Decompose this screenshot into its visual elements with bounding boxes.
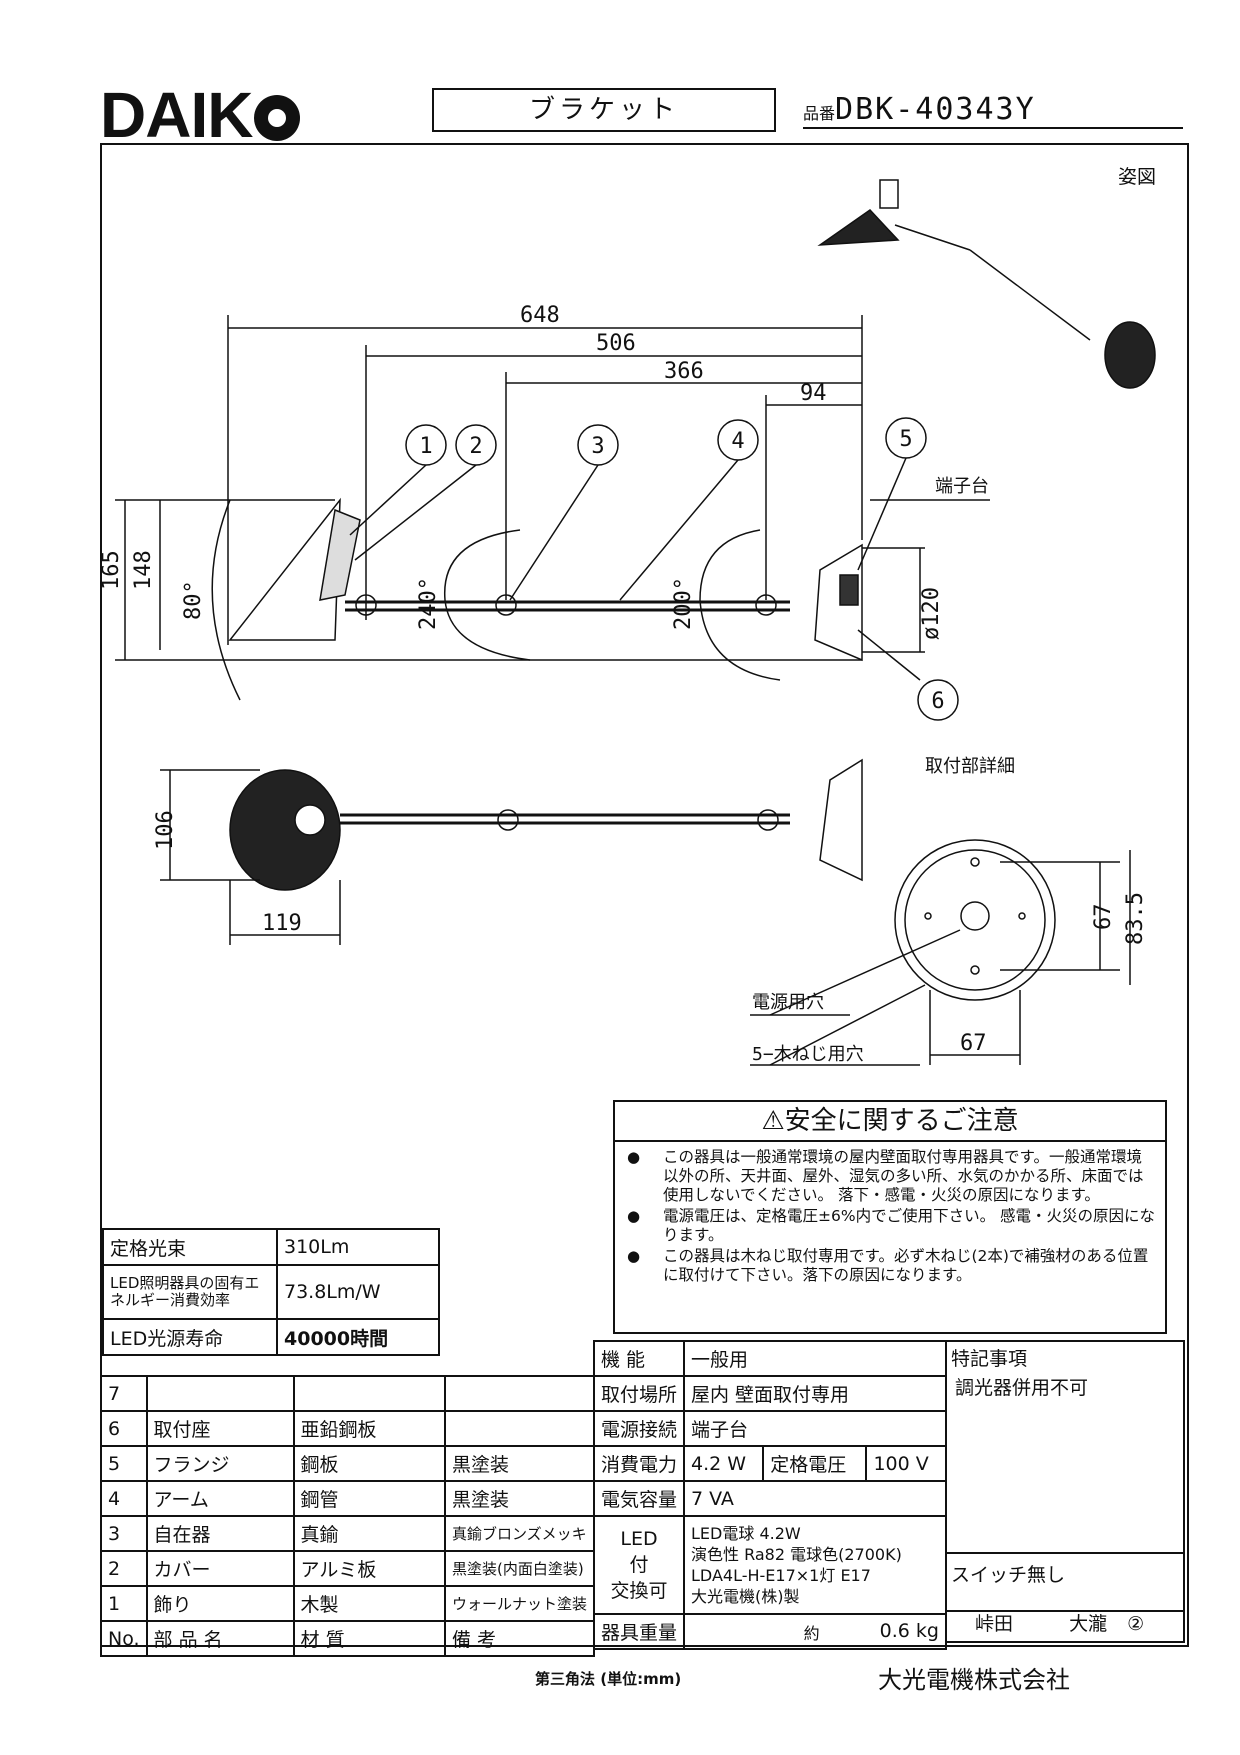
svg-text:94: 94 [800, 381, 827, 406]
warning-triangle-icon: ⚠ [761, 1106, 785, 1136]
svg-text:3: 3 [591, 434, 604, 459]
svg-text:119: 119 [262, 911, 302, 936]
svg-text:4: 4 [731, 429, 744, 454]
svg-text:148: 148 [131, 550, 156, 590]
svg-text:2: 2 [469, 434, 482, 459]
svg-text:5−木ねじ用穴: 5−木ねじ用穴 [752, 1044, 864, 1065]
svg-text:67: 67 [960, 1031, 987, 1056]
svg-text:165: 165 [99, 550, 124, 590]
svg-text:端子台: 端子台 [935, 476, 989, 497]
svg-text:ø120: ø120 [919, 587, 944, 640]
svg-text:648: 648 [520, 303, 560, 328]
sun-logo-icon [254, 95, 301, 141]
svg-text:506: 506 [596, 331, 636, 356]
safety-notice: ⚠安全に関するご注意 この器具は一般通常環境の屋内壁面取付専用器具です。一般通常… [613, 1100, 1167, 1334]
svg-text:6: 6 [931, 689, 944, 714]
table-header: No.部 品 名材 質備 考 [100, 1620, 596, 1657]
table-row: 7 [100, 1375, 596, 1412]
view-label: 姿図 [1118, 166, 1157, 188]
svg-text:80°: 80° [181, 580, 206, 620]
callouts [349, 417, 990, 721]
daiko-logo: DAIK [100, 78, 301, 152]
product-type-box: ブラケット [432, 88, 776, 132]
safety-title: ⚠安全に関するご注意 [615, 1102, 1165, 1142]
projection-method: 第三角法 (単位:mm) [535, 1670, 682, 1688]
svg-text:取付部詳細: 取付部詳細 [925, 756, 1015, 777]
notes-box: 特記事項 調光器併用不可 スイッチ無し [945, 1340, 1185, 1612]
svg-text:200°: 200° [671, 577, 696, 630]
svg-text:106: 106 [153, 810, 178, 850]
svg-text:5: 5 [899, 427, 912, 452]
fixture-drawing: 648 506 366 94 165 148 80° 240° 200° ø12… [99, 179, 1156, 1066]
svg-text:240°: 240° [416, 577, 441, 630]
svg-text:電源用穴: 電源用穴 [752, 992, 824, 1013]
safety-item: 電源電圧は、定格電圧±6%内でご使用下さい。 感電・火災の原因になります。 [627, 1207, 1155, 1245]
svg-text:83.5: 83.5 [1123, 892, 1148, 945]
company-name: 大光電機株式会社 [878, 1666, 1070, 1694]
svg-text:366: 366 [664, 359, 704, 384]
svg-text:67: 67 [1091, 904, 1116, 931]
part-number: 品番DBK-40343Y [803, 92, 1183, 129]
perspective-shade-icon [817, 209, 900, 246]
safety-item: この器具は木ねじ取付専用です。必ず木ねじ(2本)で補強材のある位置に取付けて下さ… [627, 1247, 1155, 1285]
signoff-box: 峠田 大瀧 ② [945, 1608, 1185, 1643]
svg-text:1: 1 [419, 434, 432, 459]
safety-item: この器具は一般通常環境の屋内壁面取付専用器具です。一般通常環境以外の所、天井面、… [627, 1148, 1155, 1205]
